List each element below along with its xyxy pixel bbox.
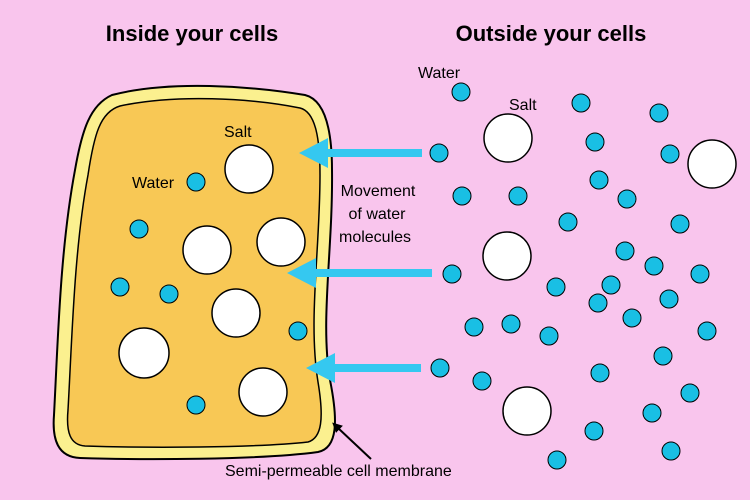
salt-molecule [256,217,306,267]
water-molecule [644,256,664,276]
water-molecule [442,264,462,284]
movement-arrow-bottom [306,353,421,383]
water-label-inside: Water [132,175,175,192]
salt-molecule [118,327,170,379]
water-molecule [429,143,449,163]
salt-label-outside: Salt [509,97,537,114]
water-molecule [464,317,484,337]
outside-salt-molecules [482,113,737,436]
water-molecule [571,93,591,113]
salt-molecule [211,288,261,338]
water-molecule [546,277,566,297]
water-molecule [585,132,605,152]
water-molecule [451,82,471,102]
salt-molecule [182,225,232,275]
salt-label-inside: Salt [224,124,252,141]
water-molecule [617,189,637,209]
water-molecule [547,450,567,470]
salt-molecule [687,139,737,189]
water-molecule [649,103,669,123]
inside-title: Inside your cells [106,21,278,46]
water-molecule [661,441,681,461]
water-molecule [288,321,308,341]
movement-arrow-middle [287,258,432,288]
inside-water-molecules [110,172,308,415]
movement-label-line3: molecules [339,229,411,246]
water-molecule [472,371,492,391]
water-molecule [653,346,673,366]
water-molecule [680,383,700,403]
salt-molecule [224,144,274,194]
water-molecule [110,277,130,297]
water-molecule [508,186,528,206]
water-molecule [590,363,610,383]
outside-title: Outside your cells [456,21,647,46]
movement-label-line1: Movement [341,183,416,200]
water-molecule [642,403,662,423]
salt-molecule [502,386,552,436]
water-molecule [558,212,578,232]
water-molecule [452,186,472,206]
movement-arrow-top [299,138,422,168]
outside-water-molecules [429,82,717,470]
water-molecule [588,293,608,313]
water-molecule [501,314,521,334]
water-molecule [186,395,206,415]
water-molecule [690,264,710,284]
salt-molecule [482,231,532,281]
salt-molecule [483,113,533,163]
salt-molecule [238,367,288,417]
inside-salt-molecules [118,144,306,417]
water-molecule [670,214,690,234]
water-molecule [186,172,206,192]
water-molecule [659,289,679,309]
water-molecule [615,241,635,261]
water-molecule [589,170,609,190]
membrane-pointer-arrow [332,422,372,460]
water-molecule [622,308,642,328]
movement-arrows [287,138,432,383]
water-molecule [430,358,450,378]
water-molecule [601,275,621,295]
membrane-label: Semi-permeable cell membrane [225,463,452,480]
water-label-outside: Water [418,65,461,82]
water-molecule [539,326,559,346]
water-molecule [697,321,717,341]
movement-label-line2: of water [349,206,407,223]
water-molecule [129,219,149,239]
water-molecule [660,144,680,164]
water-molecule [159,284,179,304]
water-molecule [584,421,604,441]
